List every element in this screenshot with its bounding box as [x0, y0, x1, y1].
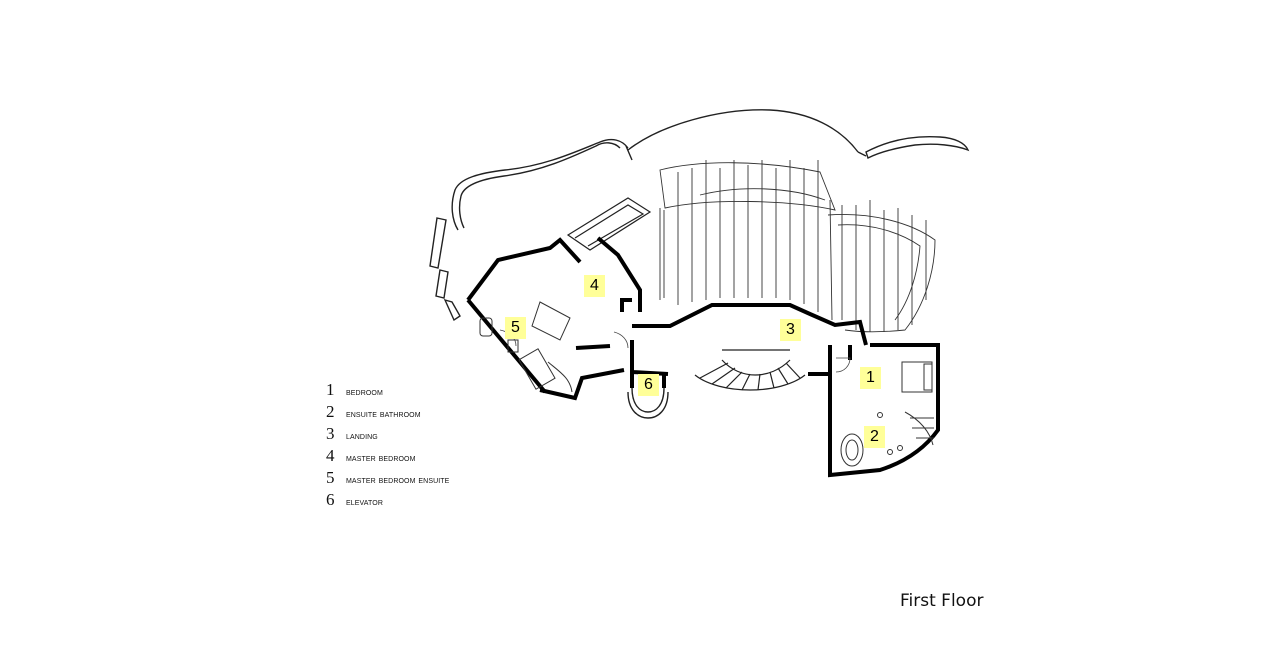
right-wing-slats: [827, 200, 936, 333]
planter: [566, 197, 652, 251]
legend-item: 6 ELEVATOR: [326, 490, 516, 512]
room-tag-2: 2: [864, 426, 885, 448]
legend-label: ELEVATOR: [346, 497, 383, 508]
walls: [466, 236, 940, 478]
legend-label: ENSUITE BATHROOM: [346, 409, 421, 420]
curved-stair: [694, 349, 806, 391]
floor-title: First Floor: [900, 591, 984, 611]
legend-label: LANDING: [346, 431, 378, 442]
legend-item: 5 MASTER BEDROOM ENSUITE: [326, 468, 516, 490]
legend-item: 1 BEDROOM: [326, 380, 516, 402]
legend-number: 2: [326, 402, 335, 421]
legend-label: MASTER BEDROOM: [346, 453, 416, 464]
room-tag-3: 3: [780, 319, 801, 341]
atrium-slats: [659, 160, 836, 321]
left-balcony: [429, 138, 629, 322]
legend-number: 1: [326, 380, 335, 399]
ensuite-fixtures: [479, 301, 573, 393]
room-tag-5: 5: [505, 317, 526, 339]
legend-label: BEDROOM: [346, 387, 383, 398]
room-tag-1: 1: [860, 367, 881, 389]
legend-item: 4 MASTER BEDROOM: [326, 446, 516, 468]
legend-number: 4: [326, 446, 335, 465]
room-tag-6: 6: [638, 374, 659, 396]
legend-number: 3: [326, 424, 335, 443]
terrace-outline: [625, 109, 970, 161]
legend-number: 5: [326, 468, 335, 487]
room-tag-4: 4: [584, 275, 605, 297]
elevator-shaft: [627, 387, 669, 419]
bedroom-fixtures: [840, 361, 934, 467]
legend-item: 2 ENSUITE BATHROOM: [326, 402, 516, 424]
room-legend: 1 BEDROOM 2 ENSUITE BATHROOM 3 LANDING 4…: [326, 380, 516, 512]
legend-item: 3 LANDING: [326, 424, 516, 446]
legend-label: MASTER BEDROOM ENSUITE: [346, 475, 450, 486]
legend-number: 6: [326, 490, 335, 509]
